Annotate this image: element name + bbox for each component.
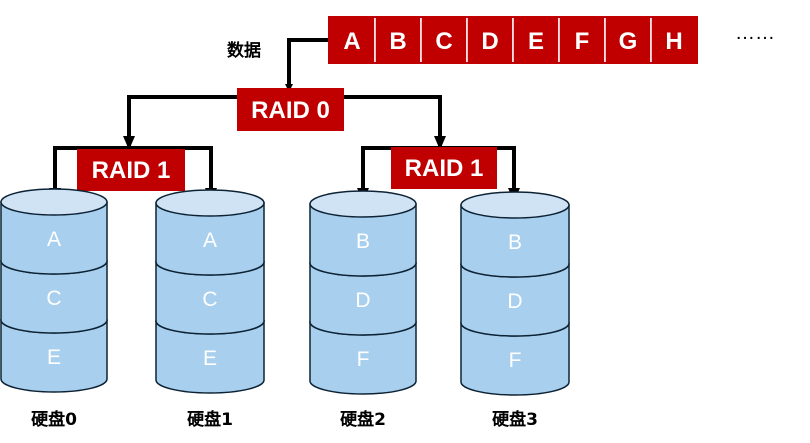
disk-segment-label: F bbox=[357, 348, 370, 371]
raid1-box-left: RAID 1 bbox=[77, 149, 185, 191]
raid0-label: RAID 0 bbox=[251, 97, 330, 124]
raid1-left-label: RAID 1 bbox=[92, 157, 171, 184]
disk-segment bbox=[460, 263, 570, 337]
arrow-raid0-right bbox=[434, 136, 446, 150]
raid0-box-bg bbox=[237, 88, 344, 131]
disk-segment-label: C bbox=[202, 288, 217, 311]
disk-segment bbox=[309, 321, 417, 395]
arrow-raid0-left bbox=[123, 136, 135, 150]
disk-name-label: 硬盘1 bbox=[187, 409, 233, 430]
disk-segment bbox=[155, 261, 265, 335]
data-block-label: B bbox=[389, 28, 406, 55]
data-block-c bbox=[420, 16, 468, 64]
data-block-label: F bbox=[575, 28, 590, 55]
data-block-label: G bbox=[619, 28, 638, 55]
disk-segment bbox=[155, 320, 265, 394]
disk-segment bbox=[460, 322, 570, 396]
data-to-raid0-arrow bbox=[285, 38, 329, 92]
raid0-box: RAID 0 bbox=[237, 88, 344, 131]
ellipsis: …… bbox=[735, 22, 775, 44]
disk-segment-label: D bbox=[355, 289, 370, 312]
disk-segment-label: E bbox=[203, 347, 217, 370]
disk-segment bbox=[309, 203, 417, 277]
disk-segment-label: E bbox=[47, 346, 61, 369]
raid1-right-label: RAID 1 bbox=[405, 155, 484, 182]
disk-1: A C E 硬盘1 bbox=[155, 189, 265, 430]
disk-3: B D F 硬盘3 bbox=[460, 191, 570, 430]
disk-name-label: 硬盘2 bbox=[340, 409, 386, 430]
data-block-a bbox=[328, 16, 376, 64]
disk-segment bbox=[0, 260, 108, 334]
disk-top bbox=[309, 190, 417, 218]
disk-segment-label: B bbox=[508, 231, 522, 254]
raid1-box-left-bg bbox=[77, 149, 185, 191]
raid1-box-right: RAID 1 bbox=[391, 147, 497, 189]
disk-0: A C E 硬盘0 bbox=[0, 188, 108, 430]
raid1-box-right-bg bbox=[391, 147, 497, 189]
disk-segment bbox=[155, 202, 265, 276]
disk-name-label: 硬盘3 bbox=[492, 409, 538, 430]
data-block-row-border bbox=[328, 16, 698, 64]
disk-segment-label: D bbox=[507, 290, 522, 313]
disk-segment-label: A bbox=[47, 228, 61, 251]
raid1-left-split-line bbox=[53, 146, 213, 192]
disk-2: B D F 硬盘2 bbox=[309, 190, 417, 430]
disk-segment bbox=[0, 319, 108, 393]
data-block-g bbox=[604, 16, 652, 64]
disk-top bbox=[0, 188, 108, 216]
disk-segment bbox=[309, 262, 417, 336]
disk-segment-label: A bbox=[203, 229, 217, 252]
disk-segment bbox=[0, 201, 108, 275]
data-block-label: E bbox=[528, 28, 544, 55]
disk-segment bbox=[460, 204, 570, 278]
data-label: 数据 bbox=[227, 40, 261, 61]
disk-top bbox=[460, 191, 570, 219]
disk-array: A C E 硬盘0 A C E 硬盘1 B D F 硬盘2 B D F 硬盘3 bbox=[0, 188, 570, 430]
disk-name-label: 硬盘0 bbox=[31, 409, 77, 430]
disk-segment-label: B bbox=[356, 230, 370, 253]
disk-segment-label: C bbox=[46, 287, 61, 310]
disk-segment-label: F bbox=[509, 349, 522, 372]
data-block-e bbox=[512, 16, 560, 64]
data-block-label: A bbox=[343, 28, 360, 55]
data-block-label: D bbox=[481, 28, 498, 55]
data-block-label: H bbox=[665, 28, 682, 55]
disk-top bbox=[155, 189, 265, 217]
data-block-label: C bbox=[435, 28, 452, 55]
